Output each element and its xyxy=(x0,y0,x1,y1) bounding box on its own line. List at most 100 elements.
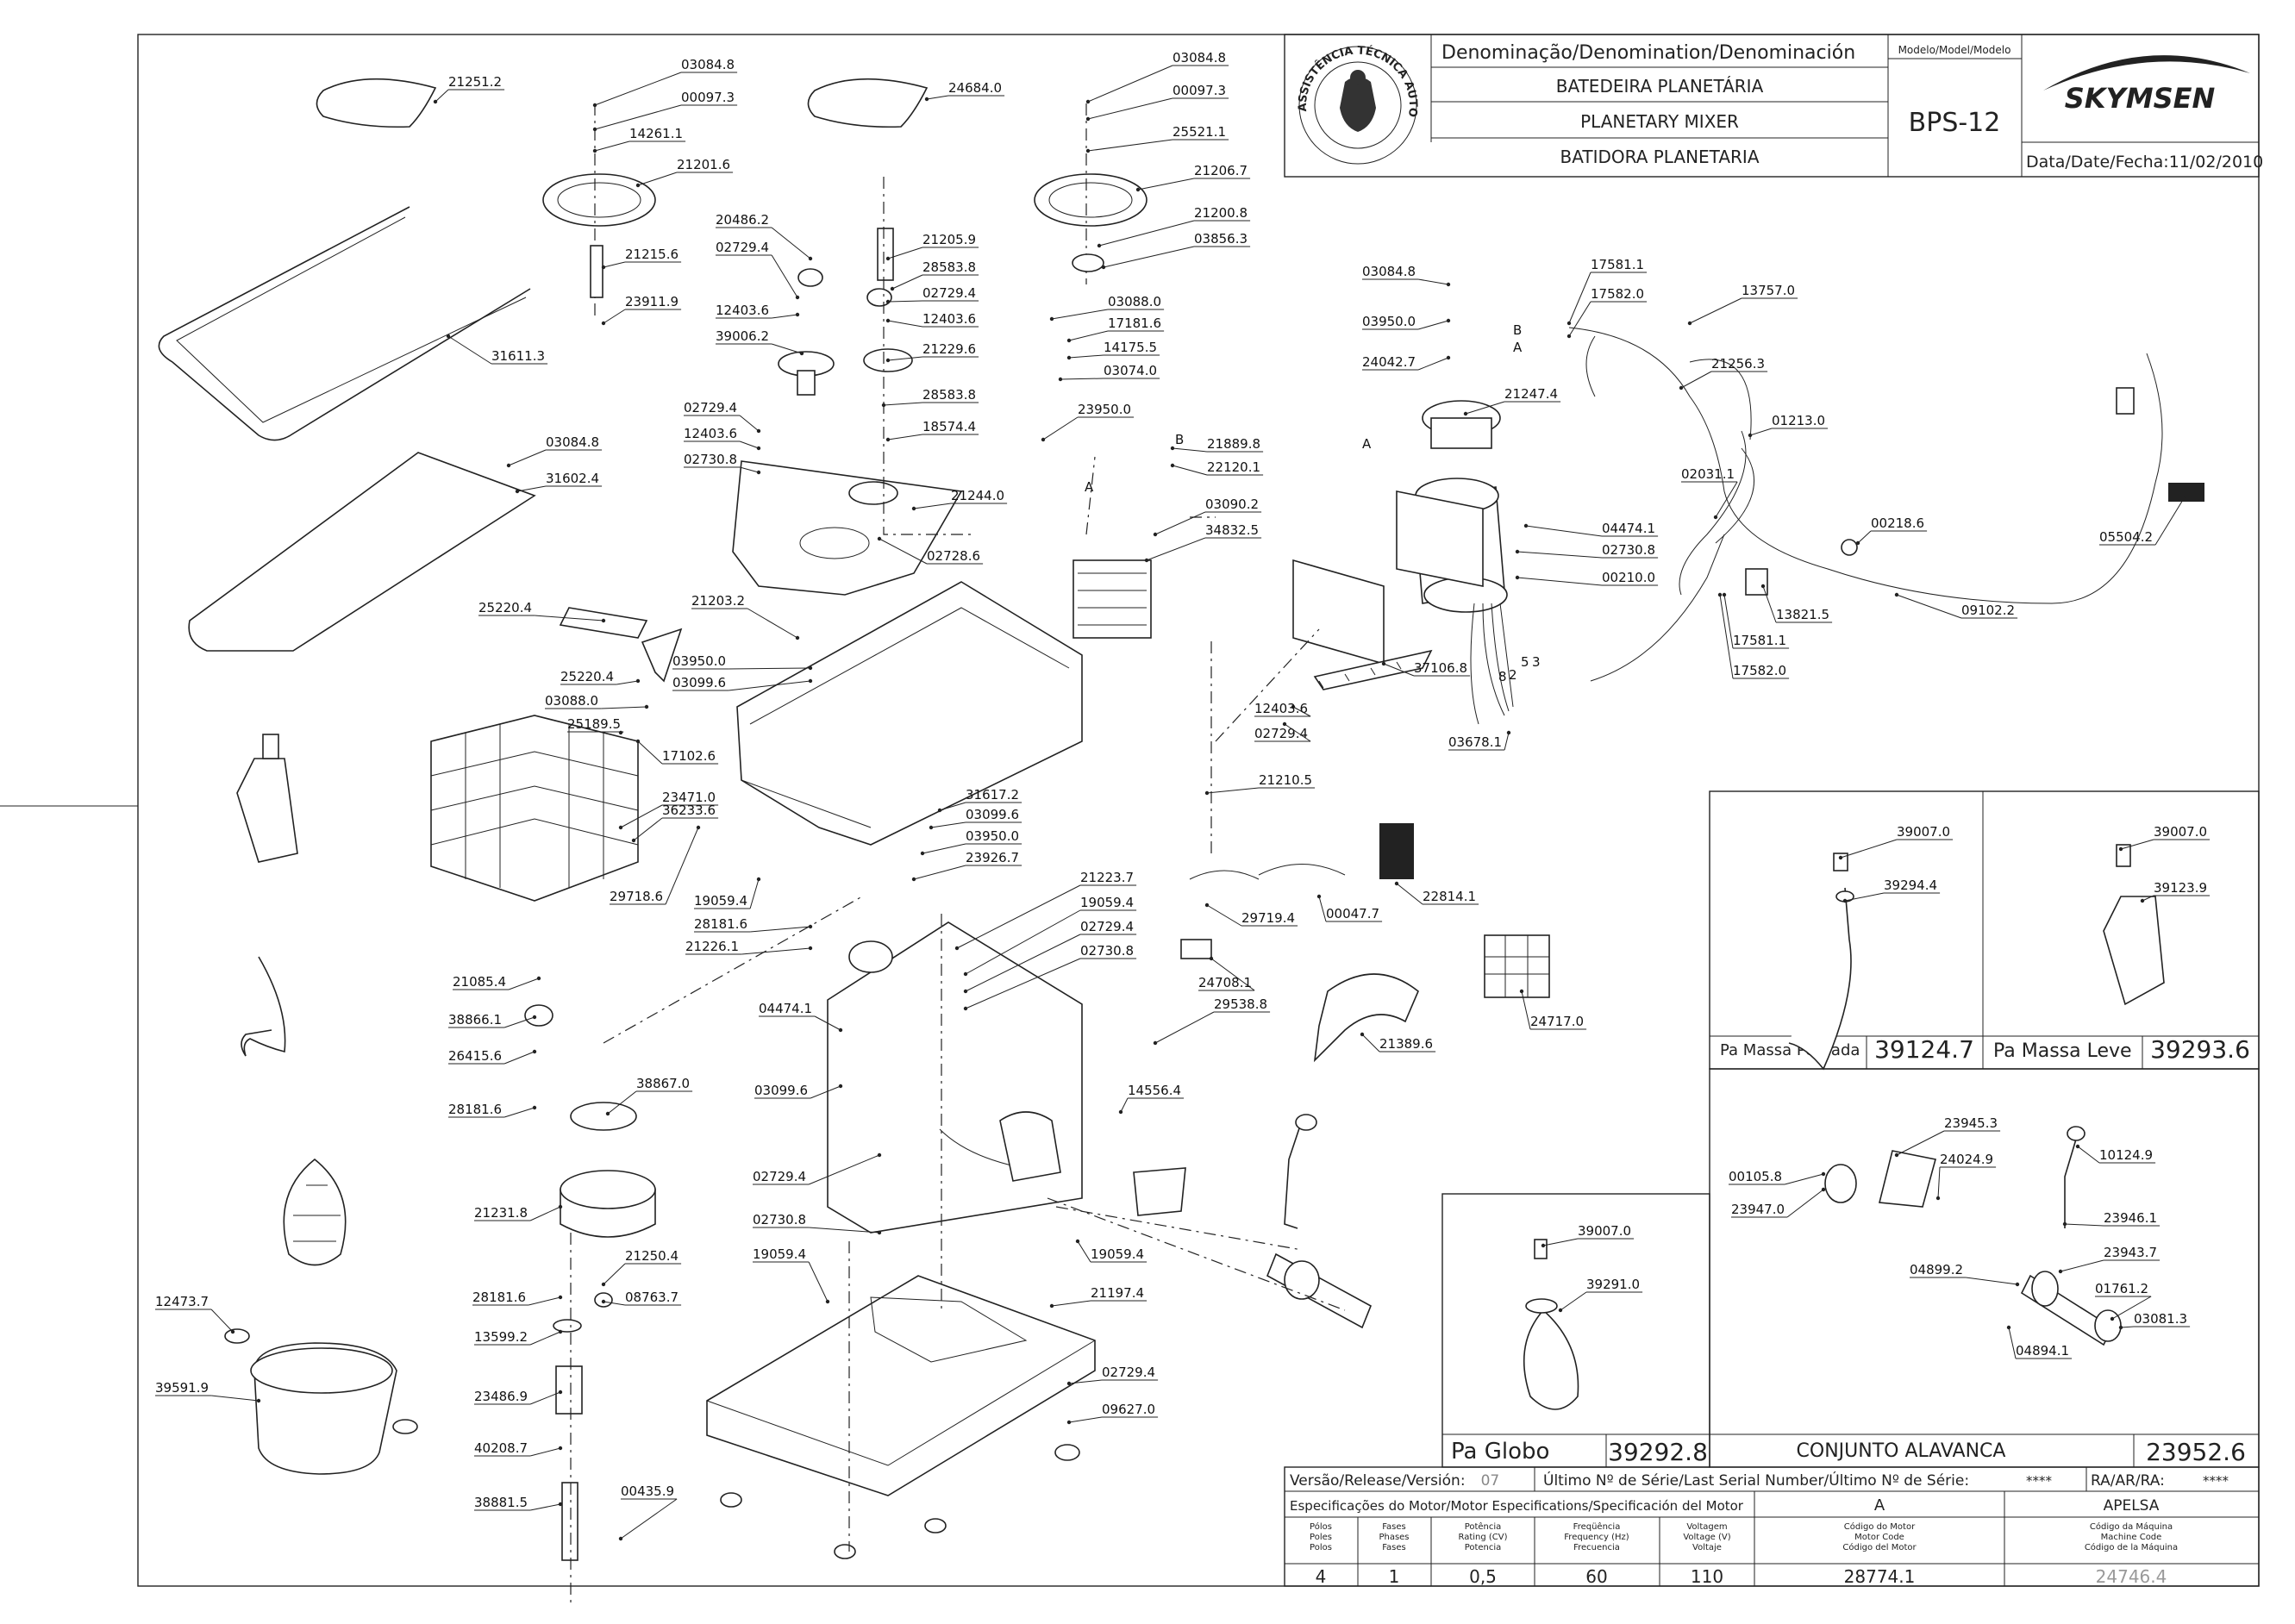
col-voltage-pt: Voltagem xyxy=(1686,1522,1727,1532)
callout-leader xyxy=(1068,1379,1103,1384)
part-callout-21226-1: 21226.1 xyxy=(685,939,739,954)
part-callout-12403-6: 12403.6 xyxy=(1254,701,1308,716)
part-callout-02730-8: 02730.8 xyxy=(1602,542,1655,558)
callout-leader xyxy=(616,680,639,685)
callout-dot xyxy=(1446,318,1451,323)
callout-dot xyxy=(885,318,891,323)
part-callout-39006-2: 39006.2 xyxy=(716,328,769,344)
power-plug xyxy=(2116,387,2135,415)
callout-dot xyxy=(618,730,623,735)
callout-dot xyxy=(536,976,541,981)
part-callout-21250-4: 21250.4 xyxy=(625,1248,678,1264)
callout-leader xyxy=(601,706,647,709)
callout-leader xyxy=(1042,416,1079,440)
part-callout-29538-8: 29538.8 xyxy=(1214,996,1267,1012)
callout-dot xyxy=(558,1390,563,1395)
col-freq-pt: Freqüência xyxy=(1573,1521,1621,1532)
part-callout-02729-4: 02729.4 xyxy=(684,400,737,415)
col-power-en: Rating (CV) xyxy=(1458,1533,1507,1542)
brand-name: SKYMSEN xyxy=(2065,82,2216,115)
denomination-header: Denominação/Denomination/Denominación xyxy=(1441,42,1855,64)
part-callout-17102-6: 17102.6 xyxy=(662,748,716,764)
callout-dot xyxy=(1463,411,1468,416)
part-callout-21203-2: 21203.2 xyxy=(691,593,745,609)
callout-dot xyxy=(1760,584,1766,589)
callout-dot xyxy=(601,618,606,623)
callout-dot xyxy=(446,334,451,339)
callout-leader xyxy=(887,300,923,303)
part-callout-03099-6: 03099.6 xyxy=(754,1083,808,1098)
frequency-value: 60 xyxy=(1585,1566,1607,1587)
callout-leader xyxy=(1504,732,1510,751)
callout-dot xyxy=(696,825,701,830)
motor-code-value: 28774.1 xyxy=(1844,1566,1916,1587)
callout-dot xyxy=(756,877,761,882)
callout-leader xyxy=(1417,357,1449,371)
callout-leader xyxy=(535,615,604,621)
beater-tool-box xyxy=(2103,896,2165,1006)
callout-dot xyxy=(1075,1239,1080,1244)
callout-dot xyxy=(635,678,641,684)
part-callout-23926-7: 23926.7 xyxy=(966,850,1019,865)
col-poles-en: Poles xyxy=(1310,1533,1332,1542)
callout-dot xyxy=(825,1299,830,1304)
part-callouts: 21251.203084.800097.314261.121201.621215… xyxy=(155,50,2207,1510)
col-freq-en: Frequency (Hz) xyxy=(1564,1533,1629,1542)
part-callout-31611-3: 31611.3 xyxy=(491,348,545,364)
callout-dot xyxy=(1558,1308,1563,1313)
callout-dot xyxy=(1541,1243,1546,1248)
callout-dot xyxy=(1101,265,1106,270)
callout-dot xyxy=(1894,1152,1899,1158)
callout-dot xyxy=(2015,1282,2020,1287)
part-callout-00210-0: 00210.0 xyxy=(1602,570,1655,585)
callout-dot xyxy=(963,1006,968,1011)
spec-decal xyxy=(1484,934,1550,998)
callout-dot xyxy=(1066,1381,1072,1386)
callout-leader xyxy=(1525,525,1603,537)
callout-dot xyxy=(756,428,761,434)
callout-leader xyxy=(1857,530,1872,544)
callout-leader xyxy=(930,821,966,828)
callout-leader xyxy=(528,1296,561,1306)
part-callout-03856-3: 03856.3 xyxy=(1194,231,1248,247)
col-machine-code-en: Machine Code xyxy=(2101,1533,2162,1542)
part-callout-00097-3: 00097.3 xyxy=(681,90,735,105)
part-drawings xyxy=(158,78,2204,1603)
part-callout-19059-4: 19059.4 xyxy=(1080,895,1134,910)
part-callout-21197-4: 21197.4 xyxy=(1091,1285,1144,1301)
conjunto-alavanca-code: 23952.6 xyxy=(2146,1438,2246,1466)
part-callout-21201-6: 21201.6 xyxy=(677,157,730,172)
callout-dot xyxy=(890,286,895,291)
part-callout-03950-0: 03950.0 xyxy=(672,653,726,669)
callout-leader xyxy=(809,1227,880,1234)
part-callout-23946-1: 23946.1 xyxy=(2104,1210,2157,1226)
product-name-en: PLANETARY MIXER xyxy=(1580,111,1739,132)
part-callout-00105-8: 00105.8 xyxy=(1729,1169,1782,1184)
callout-dot xyxy=(838,1084,843,1089)
callout-dot xyxy=(558,1204,563,1209)
col-voltage-es: Voltaje xyxy=(1692,1543,1722,1552)
callout-leader xyxy=(739,440,760,449)
planetary-plate xyxy=(732,460,963,596)
part-callout-03088-0: 03088.0 xyxy=(545,693,598,709)
part-callout-04899-2: 04899.2 xyxy=(1910,1262,1963,1277)
callout-dot xyxy=(877,1152,882,1158)
model-header: Modelo/Model/Modelo xyxy=(1898,44,2011,56)
callout-leader xyxy=(771,227,811,259)
part-callout-39591-9: 39591.9 xyxy=(155,1380,209,1396)
callout-dot xyxy=(2140,898,2145,903)
callout-leader xyxy=(637,740,663,765)
callout-dot xyxy=(1679,385,1684,390)
part-callout-23943-7: 23943.7 xyxy=(2104,1245,2157,1260)
callout-dot xyxy=(1566,334,1572,339)
callout-leader xyxy=(1103,246,1195,268)
part-callout-04474-1: 04474.1 xyxy=(759,1001,812,1016)
callout-dot xyxy=(592,127,597,132)
callout-leader xyxy=(1087,97,1173,120)
callout-dot xyxy=(601,265,606,270)
part-callout-29718-6: 29718.6 xyxy=(610,889,663,904)
callout-dot xyxy=(885,437,891,442)
pa-globo-label: Pa Globo xyxy=(1451,1439,1549,1465)
callout-dot xyxy=(881,403,886,408)
part-callout-12473-7: 12473.7 xyxy=(155,1294,209,1309)
